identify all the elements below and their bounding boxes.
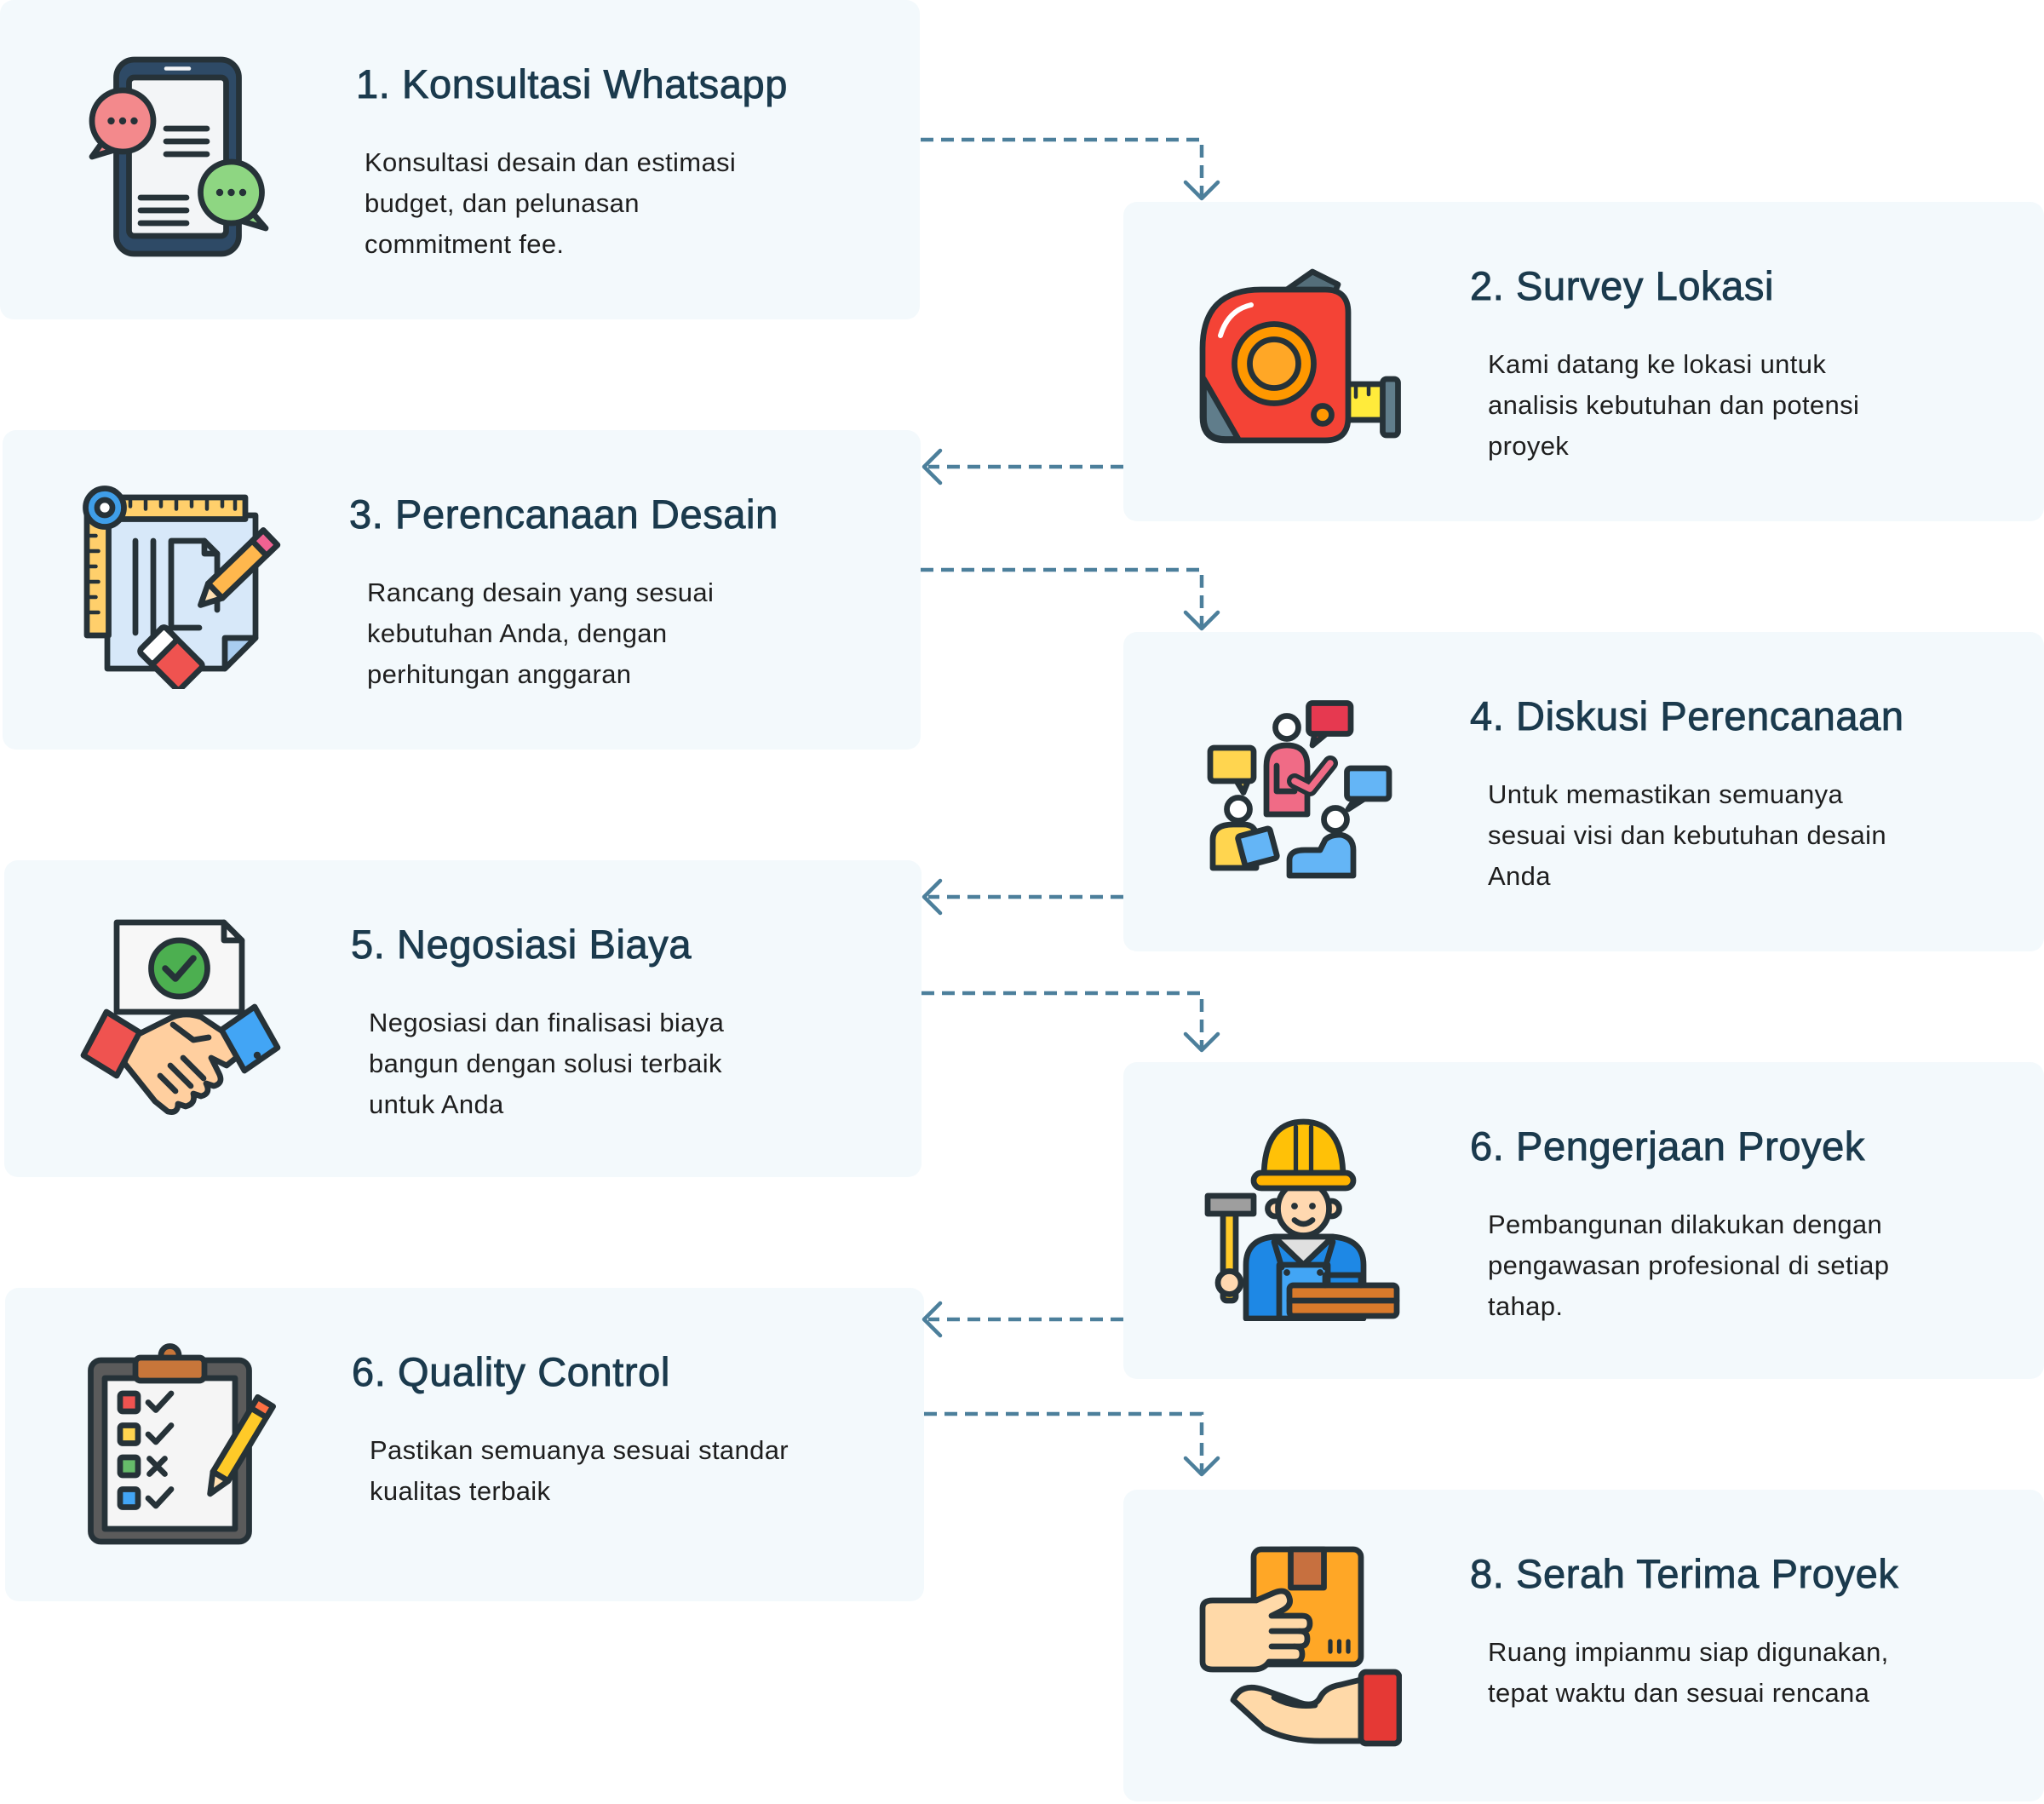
step-card-1: 1. Konsultasi Whatsapp Konsultasi desain… bbox=[0, 0, 920, 319]
checklist-clipboard-icon-graphic bbox=[88, 1343, 276, 1545]
measuring-tape-icon bbox=[1197, 256, 1402, 461]
step-title: 5. Negosiasi Biaya bbox=[351, 922, 692, 968]
step-description: Rancang desain yang sesuai kebutuhan And… bbox=[367, 577, 715, 689]
step-title: 2. Survey Lokasi bbox=[1470, 263, 1775, 309]
handshake-agreement-icon-graphic bbox=[80, 919, 281, 1115]
measuring-tape-icon-graphic bbox=[1199, 268, 1401, 444]
whatsapp-chat-phone-icon bbox=[74, 55, 278, 259]
connector-arrow-6-to-7 bbox=[922, 1301, 1123, 1338]
step-card-6: 6. Pengerjaan Proyek Pembangunan dilakuk… bbox=[1123, 1062, 2044, 1379]
step-card-3: 3. Perencanaan Desain Rancang desain yan… bbox=[3, 430, 921, 750]
step-title: 1. Konsultasi Whatsapp bbox=[356, 61, 788, 107]
step-description: Ruang impianmu siap digunakan, tepat wak… bbox=[1488, 1637, 1889, 1708]
step-card-8: 8. Serah Terima Proyek Ruang impianmu si… bbox=[1123, 1490, 2044, 1801]
connector-arrow-2-to-3 bbox=[922, 448, 1123, 485]
blueprint-design-icon bbox=[77, 485, 281, 689]
step-description: Kami datang ke lokasi untuk analisis keb… bbox=[1488, 349, 1860, 461]
construction-worker-icon-graphic bbox=[1204, 1118, 1400, 1321]
package-handover-icon bbox=[1197, 1544, 1402, 1749]
step-card-7: 6. Quality Control Pastikan semuanya ses… bbox=[5, 1288, 924, 1601]
step-description: Pastikan semuanya sesuai standar kualita… bbox=[370, 1435, 789, 1506]
step-description: Negosiasi dan finalisasi biaya bangun de… bbox=[369, 1008, 725, 1119]
step-title: 4. Diskusi Perencanaan bbox=[1470, 693, 1904, 739]
connector-arrow-5-to-6 bbox=[922, 991, 1220, 1053]
team-discussion-icon-graphic bbox=[1207, 700, 1392, 879]
step-title: 6. Pengerjaan Proyek bbox=[1470, 1123, 1866, 1169]
step-title: 8. Serah Terima Proyek bbox=[1470, 1551, 1899, 1597]
team-discussion-icon bbox=[1197, 687, 1402, 891]
blueprint-design-icon-graphic bbox=[83, 485, 281, 689]
whatsapp-chat-phone-icon-graphic bbox=[89, 56, 269, 257]
step-title: 6. Quality Control bbox=[352, 1349, 670, 1395]
step-card-5: 5. Negosiasi Biaya Negosiasi dan finalis… bbox=[4, 860, 922, 1177]
step-description: Untuk memastikan semuanya sesuai visi da… bbox=[1488, 779, 1886, 891]
step-description: Konsultasi desain dan estimasi budget, d… bbox=[365, 147, 737, 259]
checklist-clipboard-icon bbox=[79, 1342, 284, 1547]
step-title: 3. Perencanaan Desain bbox=[349, 491, 778, 537]
connector-arrow-7-to-8 bbox=[924, 1411, 1220, 1477]
step-card-4: 4. Diskusi Perencanaan Untuk memastikan … bbox=[1123, 632, 2044, 951]
connector-arrow-4-to-5 bbox=[922, 878, 1123, 916]
handshake-agreement-icon bbox=[78, 915, 283, 1119]
connector-arrow-3-to-4 bbox=[921, 567, 1220, 631]
construction-worker-icon bbox=[1197, 1117, 1402, 1321]
step-card-2: 2. Survey Lokasi Kami datang ke lokasi u… bbox=[1123, 202, 2044, 521]
connector-arrow-1-to-2 bbox=[921, 137, 1220, 201]
package-handover-icon-graphic bbox=[1199, 1546, 1402, 1747]
step-description: Pembangunan dilakukan dengan pengawasan … bbox=[1488, 1209, 1890, 1321]
